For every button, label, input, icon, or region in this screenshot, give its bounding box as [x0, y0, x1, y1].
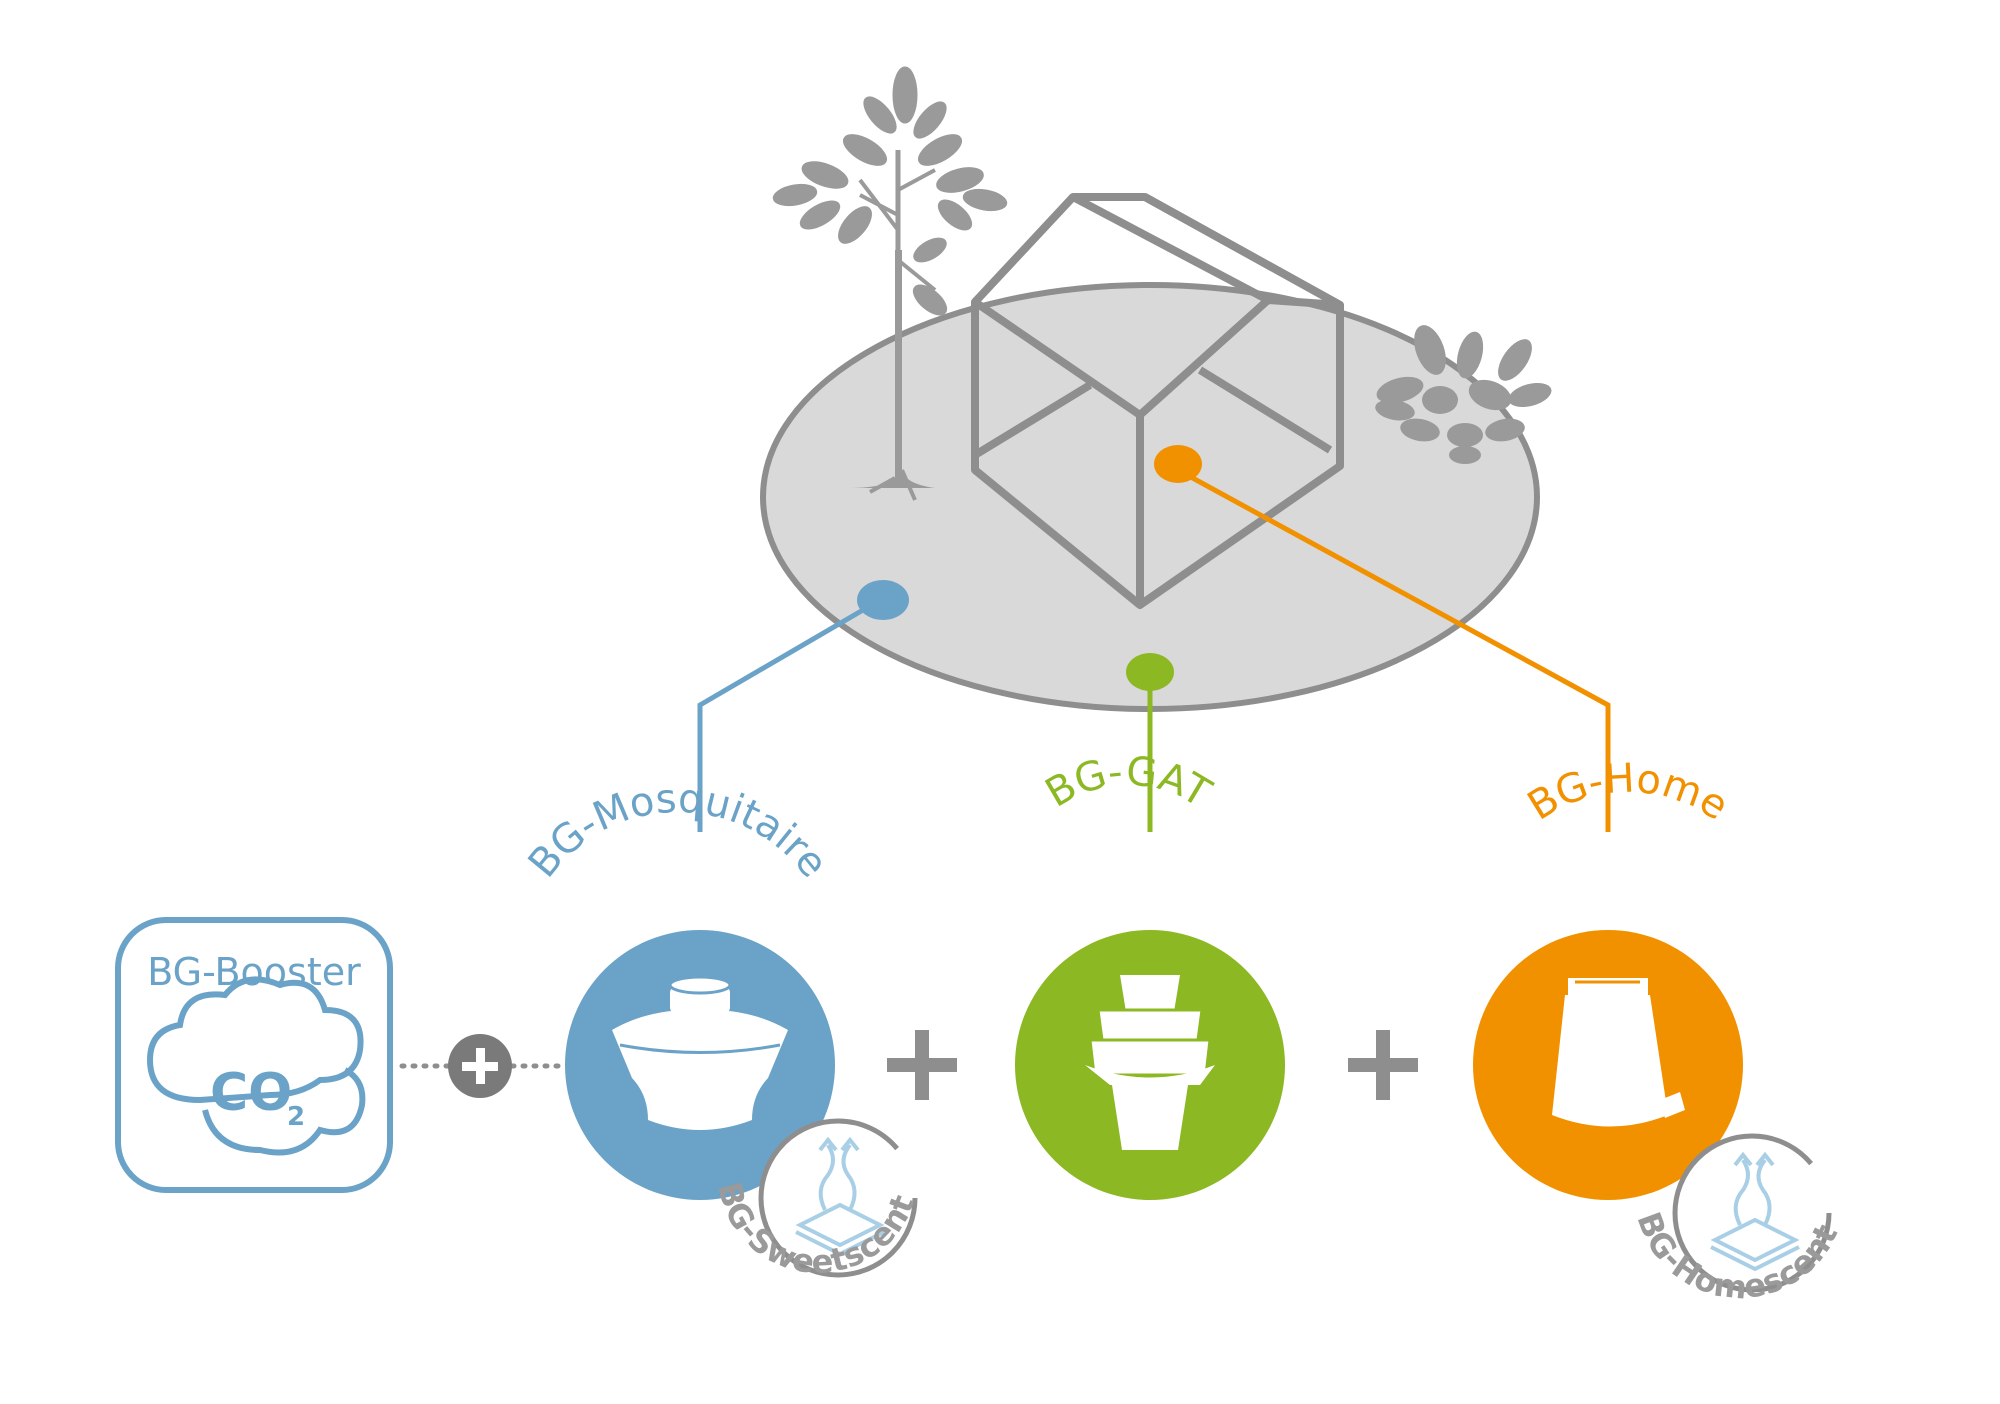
gat-label: BG-GAT [1038, 748, 1219, 817]
shrub-icon [1375, 325, 1552, 464]
booster-box: BG-Booster CO 2 [115, 917, 393, 1193]
co2-subscript: 2 [287, 1102, 305, 1132]
booster-connector [399, 1034, 563, 1098]
homescent-icon [1710, 1151, 1800, 1272]
connector-home [1154, 445, 1611, 832]
home-trap-icon [1552, 978, 1685, 1127]
plus-icon [1348, 1030, 1418, 1100]
plus-icon [887, 1030, 957, 1100]
cloud-icon [146, 976, 364, 1104]
home-label: BG-Home [1520, 755, 1736, 829]
booster-label: BG-Booster [147, 950, 361, 994]
product-gat: BG-GAT [1015, 748, 1285, 1200]
sweetscent-icon [795, 1136, 885, 1257]
svg-text:BG-Mosquitaire: BG-Mosquitaire [520, 776, 837, 887]
house-icon [971, 193, 1344, 609]
connector-gat [1126, 653, 1174, 832]
tree-icon [772, 66, 1008, 501]
svg-text:BG-Home: BG-Home [1520, 755, 1736, 829]
mosquitaire-label: BG-Mosquitaire [520, 776, 837, 887]
product-home: BG-Home BG-Homescent [1473, 755, 1845, 1307]
co2-label: CO [210, 1063, 292, 1123]
svg-text:BG-GAT: BG-GAT [1038, 748, 1219, 817]
gat-trap-icon [1085, 975, 1215, 1150]
product-mosquitaire: BG-Mosquitaire BG-Sweetscent [520, 776, 922, 1282]
mosquitaire-trap-icon [612, 975, 788, 1130]
connector-mosquitaire [697, 580, 909, 832]
